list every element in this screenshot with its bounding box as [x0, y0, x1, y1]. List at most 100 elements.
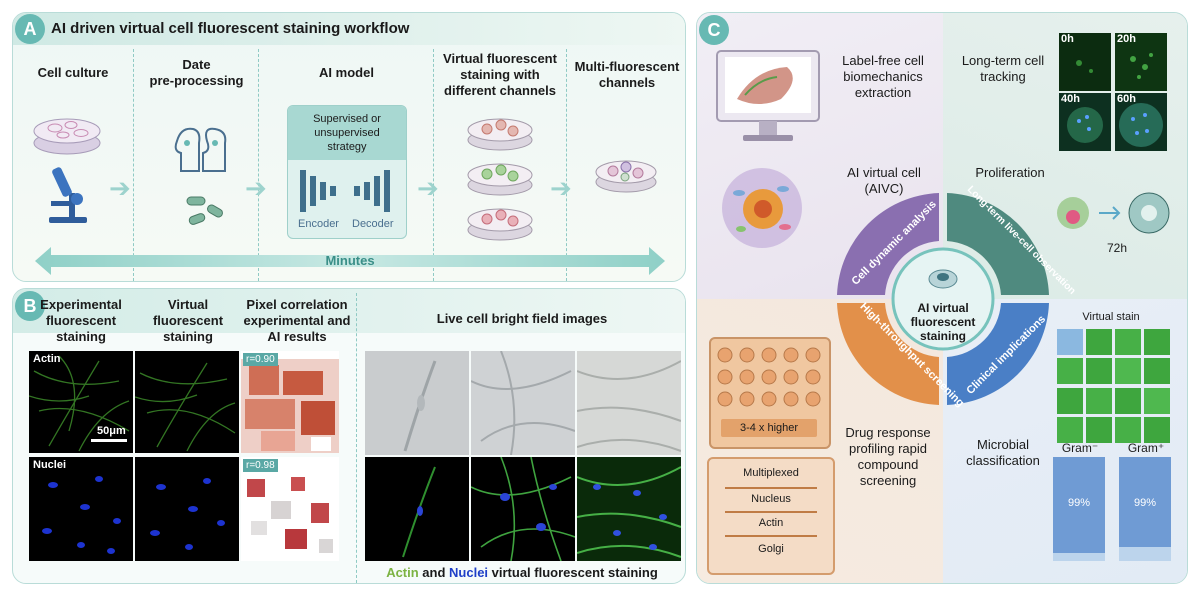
tracking-image: 60h [1115, 93, 1167, 151]
step-preprocessing: Date pre-processing [149, 57, 244, 88]
tracking-image: 20h [1115, 33, 1167, 91]
correlation-nuclei: r=0.98 [243, 459, 278, 472]
header-correlation: Pixel correlation experimental and AI re… [243, 297, 351, 344]
aivc-text: AI virtual cell (AIVC) [847, 165, 921, 196]
stained-dish-icon [467, 208, 533, 241]
grid-cell [1057, 329, 1083, 355]
center-ring [837, 193, 1049, 405]
gram-neg-value: 99% [1067, 497, 1091, 509]
decoder-label: Decoder [352, 218, 394, 230]
arrow-right-icon: ➔ [417, 173, 439, 203]
multi-channel-dish-icon [595, 160, 657, 193]
step-virtual-staining: Virtual fluorescent staining with differ… [443, 51, 557, 98]
panel-a: A AI driven virtual cell fluorescent sta… [12, 12, 686, 282]
gram-neg-fill [1053, 457, 1105, 553]
proliferation-icon [1057, 192, 1170, 234]
virtual-stain-image [365, 457, 469, 561]
multiplex-box: Multiplexed Nucleus Actin Golgi [707, 457, 835, 575]
multiplex-item: Multiplexed [743, 467, 799, 479]
grid-cell [1144, 358, 1170, 385]
microscope-icon [49, 167, 87, 223]
bright-field-image [576, 351, 682, 455]
stained-dish-icon [467, 118, 533, 151]
grid-cell [1086, 387, 1112, 414]
tracking-text: Long-term cell tracking [961, 53, 1045, 84]
ai-model-box: Supervised or unsupervised strategy Enco… [287, 105, 407, 239]
scale-bar [91, 439, 127, 442]
ai-model-header [288, 106, 406, 160]
encoder-label: Encoder [298, 218, 339, 230]
center-text: AI virtual fluorescent staining [910, 301, 976, 343]
gram-pos-fill [1119, 457, 1171, 547]
multiplex-divider [725, 511, 817, 513]
step-cell-culture: Cell culture [37, 65, 109, 80]
panel-b: B Experimental fluorescent staining Virt… [12, 288, 686, 584]
drug-text: Drug response profiling rapid compound s… [845, 425, 931, 488]
multiplex-item: Actin [758, 517, 784, 529]
encoder-decoder-icon [300, 170, 390, 212]
nuclei-virtual-image [135, 457, 239, 561]
multiplex-item: Nucleus [751, 493, 791, 505]
grid-cell [1144, 416, 1170, 443]
nuclei-correlation-heatmap: r=0.98 [241, 457, 339, 561]
petri-dish-icon [33, 118, 101, 155]
virtual-stain-image [471, 457, 575, 561]
grid-cell [1115, 416, 1141, 443]
actin-correlation-heatmap: r=0.90 [241, 351, 339, 453]
panel-a-title: AI driven virtual cell fluorescent stain… [51, 20, 410, 37]
monitor-icon [716, 50, 820, 141]
divider [258, 49, 259, 281]
proliferation-text: Proliferation [975, 165, 1045, 180]
multiplex-divider [725, 535, 817, 537]
grid-cell [1086, 358, 1112, 385]
divider [433, 49, 434, 281]
row-label-nuclei: Nuclei [33, 459, 67, 471]
gram-pos-value: 99% [1133, 497, 1157, 509]
grid-cell [1144, 329, 1170, 355]
panel-b-badge: B [15, 291, 45, 321]
grid-cell [1057, 416, 1083, 443]
caption-rest: virtual fluorescent staining [488, 565, 658, 580]
divider [356, 293, 357, 583]
gram-pos-bar: 99% [1119, 457, 1171, 561]
gram-neg-bar: 99% [1053, 457, 1105, 561]
arrow-right-icon: ➔ [550, 173, 572, 203]
actin-virtual-image [135, 351, 239, 453]
well-plate: 3-4 x higher [709, 337, 831, 449]
tracking-image: 0h [1059, 33, 1111, 91]
grid-cell [1086, 329, 1112, 355]
header-virtual: Virtual fluorescent staining [152, 297, 224, 344]
timepoint-label: 0h [1061, 33, 1074, 45]
head-data-icon [174, 127, 227, 172]
prolif-time: 72h [1107, 241, 1128, 255]
caption-nuclei: Nuclei [449, 565, 489, 580]
arrow-right-icon: ➔ [245, 173, 267, 203]
plate-label: 3-4 x higher [721, 419, 817, 437]
scale-bar-label: 50μm [97, 425, 126, 437]
staining-caption: Actin and Nuclei virtual fluorescent sta… [357, 565, 685, 580]
grid-cell [1115, 329, 1141, 355]
header-experimental: Experimental fluorescent staining [40, 297, 122, 344]
header-bright-field: Live cell bright field images [436, 311, 608, 326]
caption-and: and [418, 565, 450, 580]
grid-cell [1115, 387, 1141, 414]
virtual-stain-image [577, 457, 681, 561]
model-strategy-text: Supervised or unsupervised strategy [313, 113, 381, 153]
step-multi-channels: Multi-fluorescent channels [574, 59, 680, 90]
divider [133, 49, 134, 281]
arrow-right-icon: ➔ [109, 173, 131, 203]
grid-cell [1057, 358, 1083, 385]
label-free-text: Label-free cell biomechanics extraction [842, 53, 924, 100]
stained-dish-icon [467, 163, 533, 196]
timeline-label: Minutes [325, 253, 375, 268]
cell-illustration-icon [722, 168, 802, 248]
timepoint-label: 20h [1117, 33, 1136, 45]
grid-cell [1057, 387, 1083, 414]
gram-neg-label: Gram⁻ [1061, 441, 1099, 455]
gram-pos-label: Gram⁺ [1127, 441, 1165, 455]
multiplex-item: Golgi [758, 543, 784, 555]
nuclei-experimental-image: Nuclei [29, 457, 133, 561]
timepoint-label: 40h [1061, 93, 1080, 105]
bright-field-image [365, 351, 469, 455]
panel-c: C Label-free cell biomechanics extractio… [696, 12, 1188, 584]
